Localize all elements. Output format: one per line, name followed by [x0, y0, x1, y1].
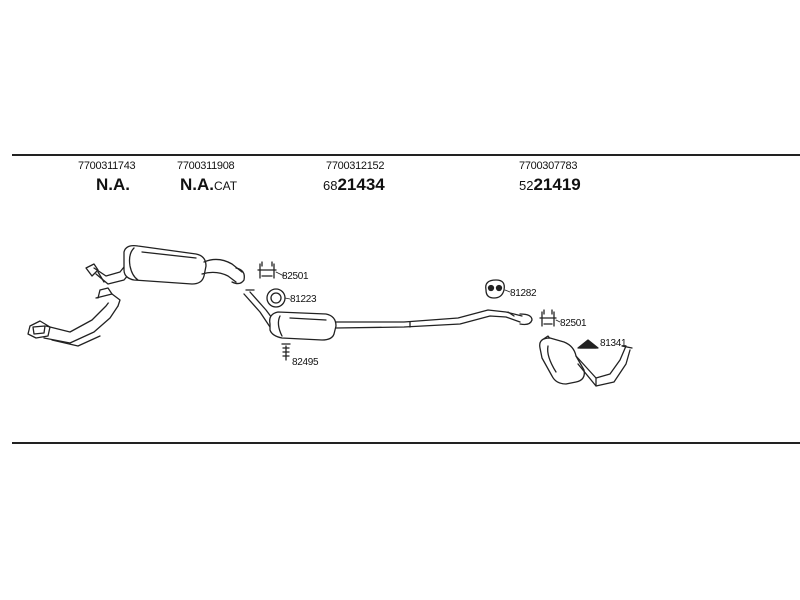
centre-section [243, 289, 337, 341]
ref-number-1: 7700311743 [78, 160, 136, 172]
part-code-2-suffix: CAT [214, 179, 238, 193]
part-code-2-main: N.A. [180, 175, 214, 194]
leader-clamp-front [275, 271, 285, 277]
part-code-4-main: 21419 [533, 175, 581, 194]
part-code-3-main: 21434 [337, 175, 385, 194]
part-label-clamp-rear: 82501 [560, 318, 587, 329]
ref-number-4: 7700307783 [519, 160, 578, 172]
part-label-hanger: 81282 [510, 288, 537, 299]
part-code-3: 6821434 [323, 176, 385, 194]
part-code-1-main: N.A. [96, 175, 130, 194]
part-code-4-prefix: 52 [519, 178, 534, 193]
rear-pipe [335, 309, 533, 329]
part-code-3-prefix: 68 [323, 178, 338, 193]
part-label-bracket: 81341 [600, 338, 627, 349]
ref-number-2: 7700311908 [177, 160, 235, 172]
ring-gasket-icon [266, 288, 286, 308]
clamp-rear-icon [539, 309, 557, 327]
part-label-clamp-front: 82501 [282, 271, 309, 282]
front-pipe [27, 287, 121, 347]
rear-bracket-icon [577, 339, 599, 349]
leader-ring [284, 297, 291, 300]
clamp-front-icon [257, 261, 277, 279]
part-label-ring: 81223 [290, 294, 317, 305]
leader-clamp-rear [555, 319, 561, 323]
part-label-bolt: 82495 [292, 357, 319, 368]
bottom-rule [12, 442, 800, 444]
leader-hanger [504, 289, 511, 293]
part-code-2: N.A.CAT [180, 176, 237, 194]
part-code-4: 5221419 [519, 176, 581, 194]
rear-muffler [539, 335, 633, 387]
top-rule [12, 154, 800, 156]
front-muffler [85, 244, 245, 285]
ref-number-3: 7700312152 [326, 160, 385, 172]
part-code-1: N.A. [96, 176, 130, 194]
bolt-icon [281, 343, 291, 361]
rubber-hanger-icon [485, 279, 505, 299]
